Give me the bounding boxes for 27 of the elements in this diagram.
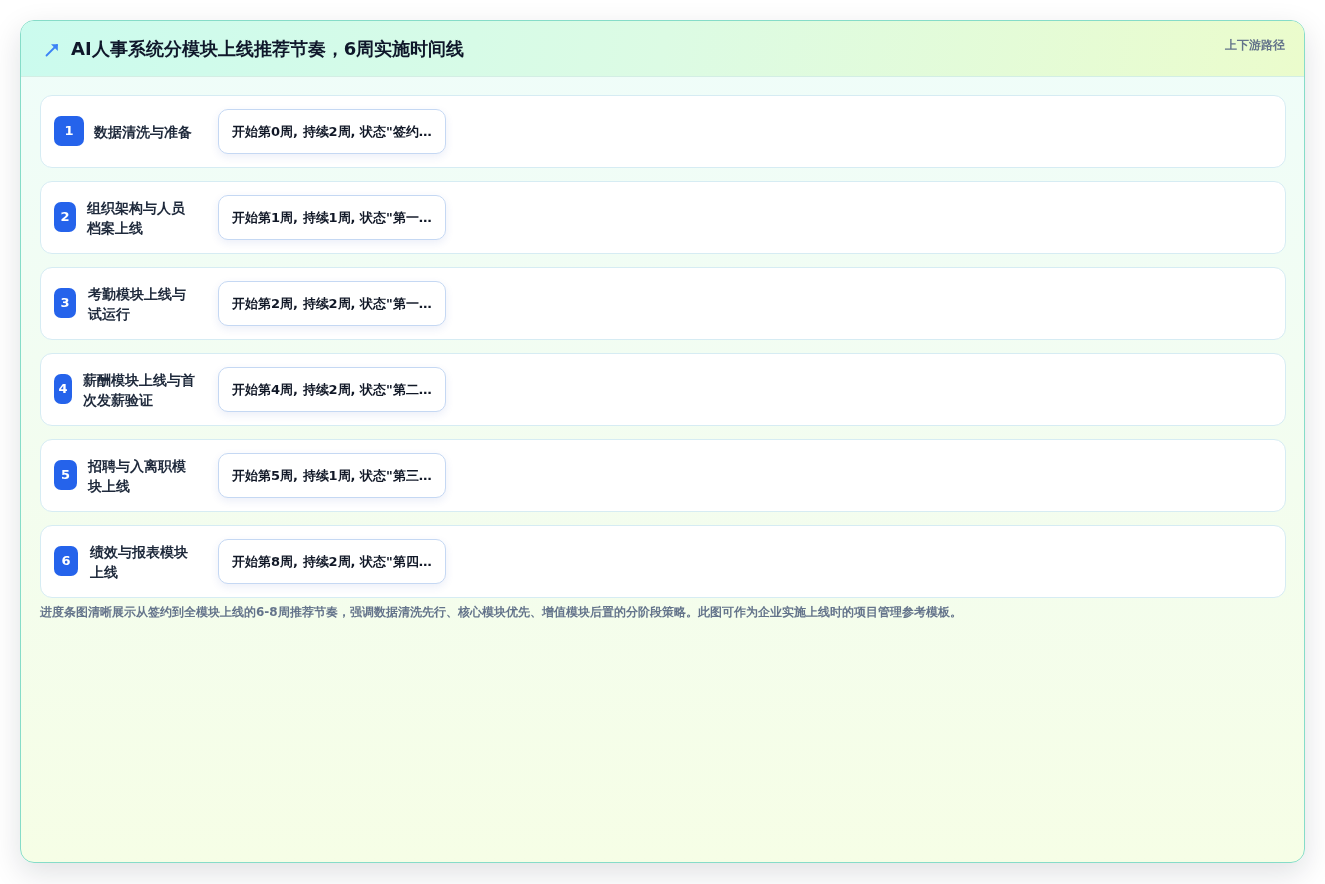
step-number-badge: 1: [54, 116, 84, 146]
task-name: 招聘与入离职模块上线: [88, 456, 187, 496]
header-note: 上下游路径: [1225, 37, 1285, 53]
task-name: 考勤模块上线与试运行: [88, 284, 187, 324]
status-pill: 开始第8周, 持续2周, 状态"第四…: [218, 539, 446, 584]
task-name: 绩效与报表模块上线: [90, 542, 189, 582]
step-number-badge: 3: [54, 288, 76, 318]
task-row-card: [40, 353, 1286, 426]
status-pill: 开始第1周, 持续1周, 状态"第一…: [218, 195, 446, 240]
chart-title: AI人事系统分模块上线推荐节奏，6周实施时间线: [71, 38, 465, 60]
status-pill: 开始第0周, 持续2周, 状态"签约…: [218, 109, 446, 154]
status-pill: 开始第4周, 持续2周, 状态"第二…: [218, 367, 446, 412]
step-number-badge: 2: [54, 202, 76, 232]
step-number-badge: 5: [54, 460, 77, 490]
status-pill: 开始第5周, 持续1周, 状态"第三…: [218, 453, 446, 498]
step-number-badge: 6: [54, 546, 78, 576]
task-name: 数据清洗与准备: [94, 122, 193, 142]
task-name: 组织架构与人员档案上线: [87, 198, 186, 238]
task-name: 薪酬模块上线与首次发薪验证: [83, 370, 196, 410]
caption-text: 进度条图清晰展示从签约到全模块上线的6-8周推荐节奏，强调数据清洗先行、核心模块优先、增值模块后置的分阶段策略。此图可作为企业实施上线时的项目管理参考模板。: [40, 604, 962, 620]
task-row-card: [40, 439, 1286, 512]
status-pill: 开始第2周, 持续2周, 状态"第一…: [218, 281, 446, 326]
step-number-badge: 4: [54, 374, 72, 404]
task-row-card: [40, 267, 1286, 340]
task-row-card: [40, 525, 1286, 598]
task-row-card: [40, 95, 1286, 168]
task-row-card: [40, 181, 1286, 254]
